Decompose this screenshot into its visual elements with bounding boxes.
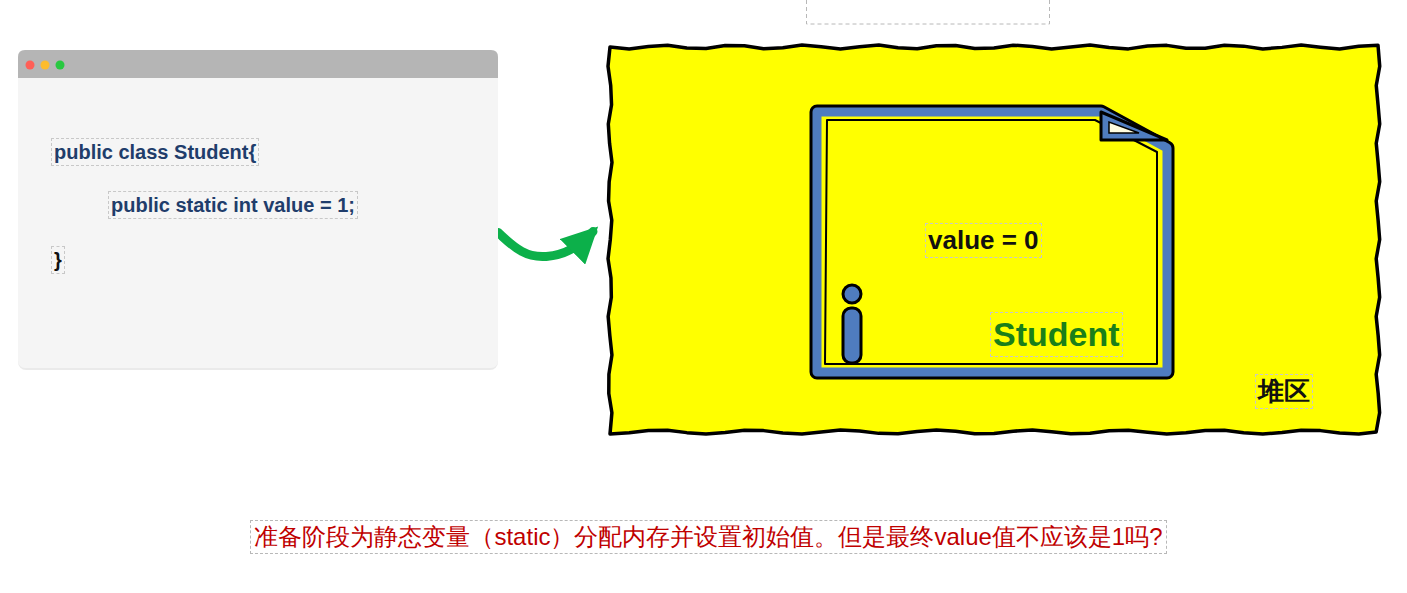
flow-arrow [498,232,593,257]
empty-frame [807,0,1050,24]
code-window: public class Student{ public static int v… [18,50,498,370]
caption: 准备阶段为静态变量（static）分配内存并设置初始值。但是最终value值不应… [250,520,1166,554]
field-value: value = 0 [925,223,1042,258]
region-label: 堆区 [1255,374,1313,409]
class-name: Student [990,312,1123,357]
heap-region: 堆区 value = 0 Student [605,42,1383,437]
code-line: public class Student{ [51,138,259,166]
code-line: public static int value = 1; [108,191,358,219]
info-icon [843,285,861,363]
window-dot [41,61,50,70]
code-line: } [51,246,65,274]
window-dot [26,61,35,70]
class-object-doc: value = 0 Student [805,100,1180,382]
window-dot [56,61,65,70]
